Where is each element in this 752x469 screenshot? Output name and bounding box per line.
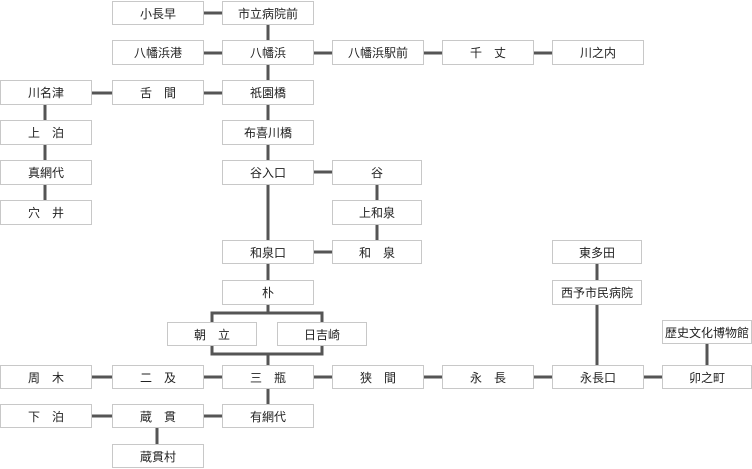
stop-kamiwaizumi[interactable]: 上和泉 — [332, 200, 422, 225]
stop-label: 二 及 — [139, 370, 176, 385]
stop-suki[interactable]: 周 木 — [0, 365, 92, 389]
stop-shiritsu-byoin-mae[interactable]: 市立病院前 — [222, 1, 314, 25]
stop-label: 川名津 — [27, 86, 64, 100]
stop-label: 三 瓶 — [249, 370, 286, 385]
stop-kuranukiura[interactable]: 蔵貫村 — [112, 444, 204, 468]
stop-label: 市立病院前 — [237, 6, 298, 21]
stop-label: 上 泊 — [27, 126, 64, 140]
stop-label: 舌 間 — [139, 86, 176, 100]
stop-label: 布喜川橋 — [243, 126, 292, 140]
stop-higashitada[interactable]: 東多田 — [552, 240, 642, 264]
stop-label: 朝 立 — [193, 327, 230, 342]
stop-mikame[interactable]: 三 瓶 — [222, 365, 314, 389]
stop-fukigawa-bashi[interactable]: 布喜川橋 — [222, 120, 314, 145]
stop-kamitomari[interactable]: 上 泊 — [0, 120, 92, 145]
stop-futanami[interactable]: 二 及 — [112, 365, 204, 389]
stop-label: 周 木 — [27, 370, 64, 385]
stop-waizumi[interactable]: 和 泉 — [332, 240, 422, 264]
stop-senjo[interactable]: 千 丈 — [442, 40, 534, 65]
stop-sema[interactable]: 狭 間 — [332, 365, 424, 389]
route-lines — [43, 11, 709, 444]
stop-label: 東多田 — [578, 245, 615, 260]
stop-yawatahama-eki-mae[interactable]: 八幡浜駅前 — [332, 40, 424, 65]
stop-label: 谷入口 — [249, 166, 286, 180]
stop-shimotomari[interactable]: 下 泊 — [0, 404, 92, 428]
stop-label: 上和泉 — [358, 206, 395, 220]
stop-label: 真網代 — [27, 166, 64, 180]
stop-anai[interactable]: 穴 井 — [0, 200, 92, 225]
stop-label: 蔵貫村 — [139, 449, 176, 464]
stop-kochoso[interactable]: 小長早 — [112, 1, 204, 25]
stop-kawanouchi[interactable]: 川之内 — [552, 40, 644, 65]
stop-label: 有網代 — [249, 409, 286, 424]
stop-nagae[interactable]: 永 長 — [442, 365, 534, 389]
stop-kuranuki[interactable]: 蔵 貫 — [112, 404, 204, 428]
stop-gion-bashi[interactable]: 祇園橋 — [222, 80, 314, 105]
stop-label: 永長口 — [579, 370, 616, 385]
stop-label: 八幡浜駅前 — [347, 46, 408, 60]
stop-label: 卯之町 — [688, 370, 725, 385]
stop-hiyoshizaki[interactable]: 日吉崎 — [277, 322, 367, 346]
stop-label: 八幡浜港 — [133, 46, 182, 60]
stop-asadachi[interactable]: 朝 立 — [167, 322, 257, 346]
stop-label: 祇園橋 — [249, 86, 286, 100]
stop-label: 下 泊 — [27, 409, 64, 424]
stop-label: 和 泉 — [358, 245, 395, 260]
stop-label: 狭 間 — [359, 370, 396, 385]
route-line — [210, 346, 324, 356]
stop-label: 蔵 貫 — [139, 409, 176, 424]
stop-ariamishiro[interactable]: 有網代 — [222, 404, 314, 428]
stop-label: 歴史文化博物館 — [664, 325, 749, 340]
stop-label: 西予市民病院 — [560, 286, 633, 300]
stop-label: 小長早 — [139, 6, 176, 21]
stop-tani[interactable]: 谷 — [332, 160, 422, 185]
stop-shitama[interactable]: 舌 間 — [112, 80, 204, 105]
stop-label: 和泉口 — [249, 245, 286, 260]
stop-seiyo-shimin-byoin[interactable]: 西予市民病院 — [552, 280, 642, 305]
stop-label: 八幡浜 — [249, 46, 286, 60]
stop-unomachi[interactable]: 卯之町 — [662, 365, 752, 389]
stop-nagaeguchi[interactable]: 永長口 — [552, 365, 644, 389]
stop-label: 日吉崎 — [303, 327, 340, 342]
stop-label: 穴 井 — [27, 206, 64, 220]
stop-rekishi-bunka-hakubutsukan[interactable]: 歴史文化博物館 — [662, 320, 752, 344]
stop-label: 谷 — [370, 166, 383, 180]
stop-label: 永 長 — [469, 370, 506, 385]
stop-yawatahama[interactable]: 八幡浜 — [222, 40, 314, 65]
stop-waizumiguchi[interactable]: 和泉口 — [222, 240, 314, 264]
stop-taniiriguchi[interactable]: 谷入口 — [222, 160, 314, 185]
route-line — [210, 311, 324, 322]
stop-maamishiro[interactable]: 真網代 — [0, 160, 92, 185]
stop-yawatahama-ko[interactable]: 八幡浜港 — [112, 40, 204, 65]
stop-label: 朴 — [261, 286, 274, 300]
stop-kawanazu[interactable]: 川名津 — [0, 80, 92, 105]
stop-hoo[interactable]: 朴 — [222, 280, 314, 305]
stop-label: 川之内 — [579, 46, 616, 60]
stop-label: 千 丈 — [469, 46, 506, 60]
